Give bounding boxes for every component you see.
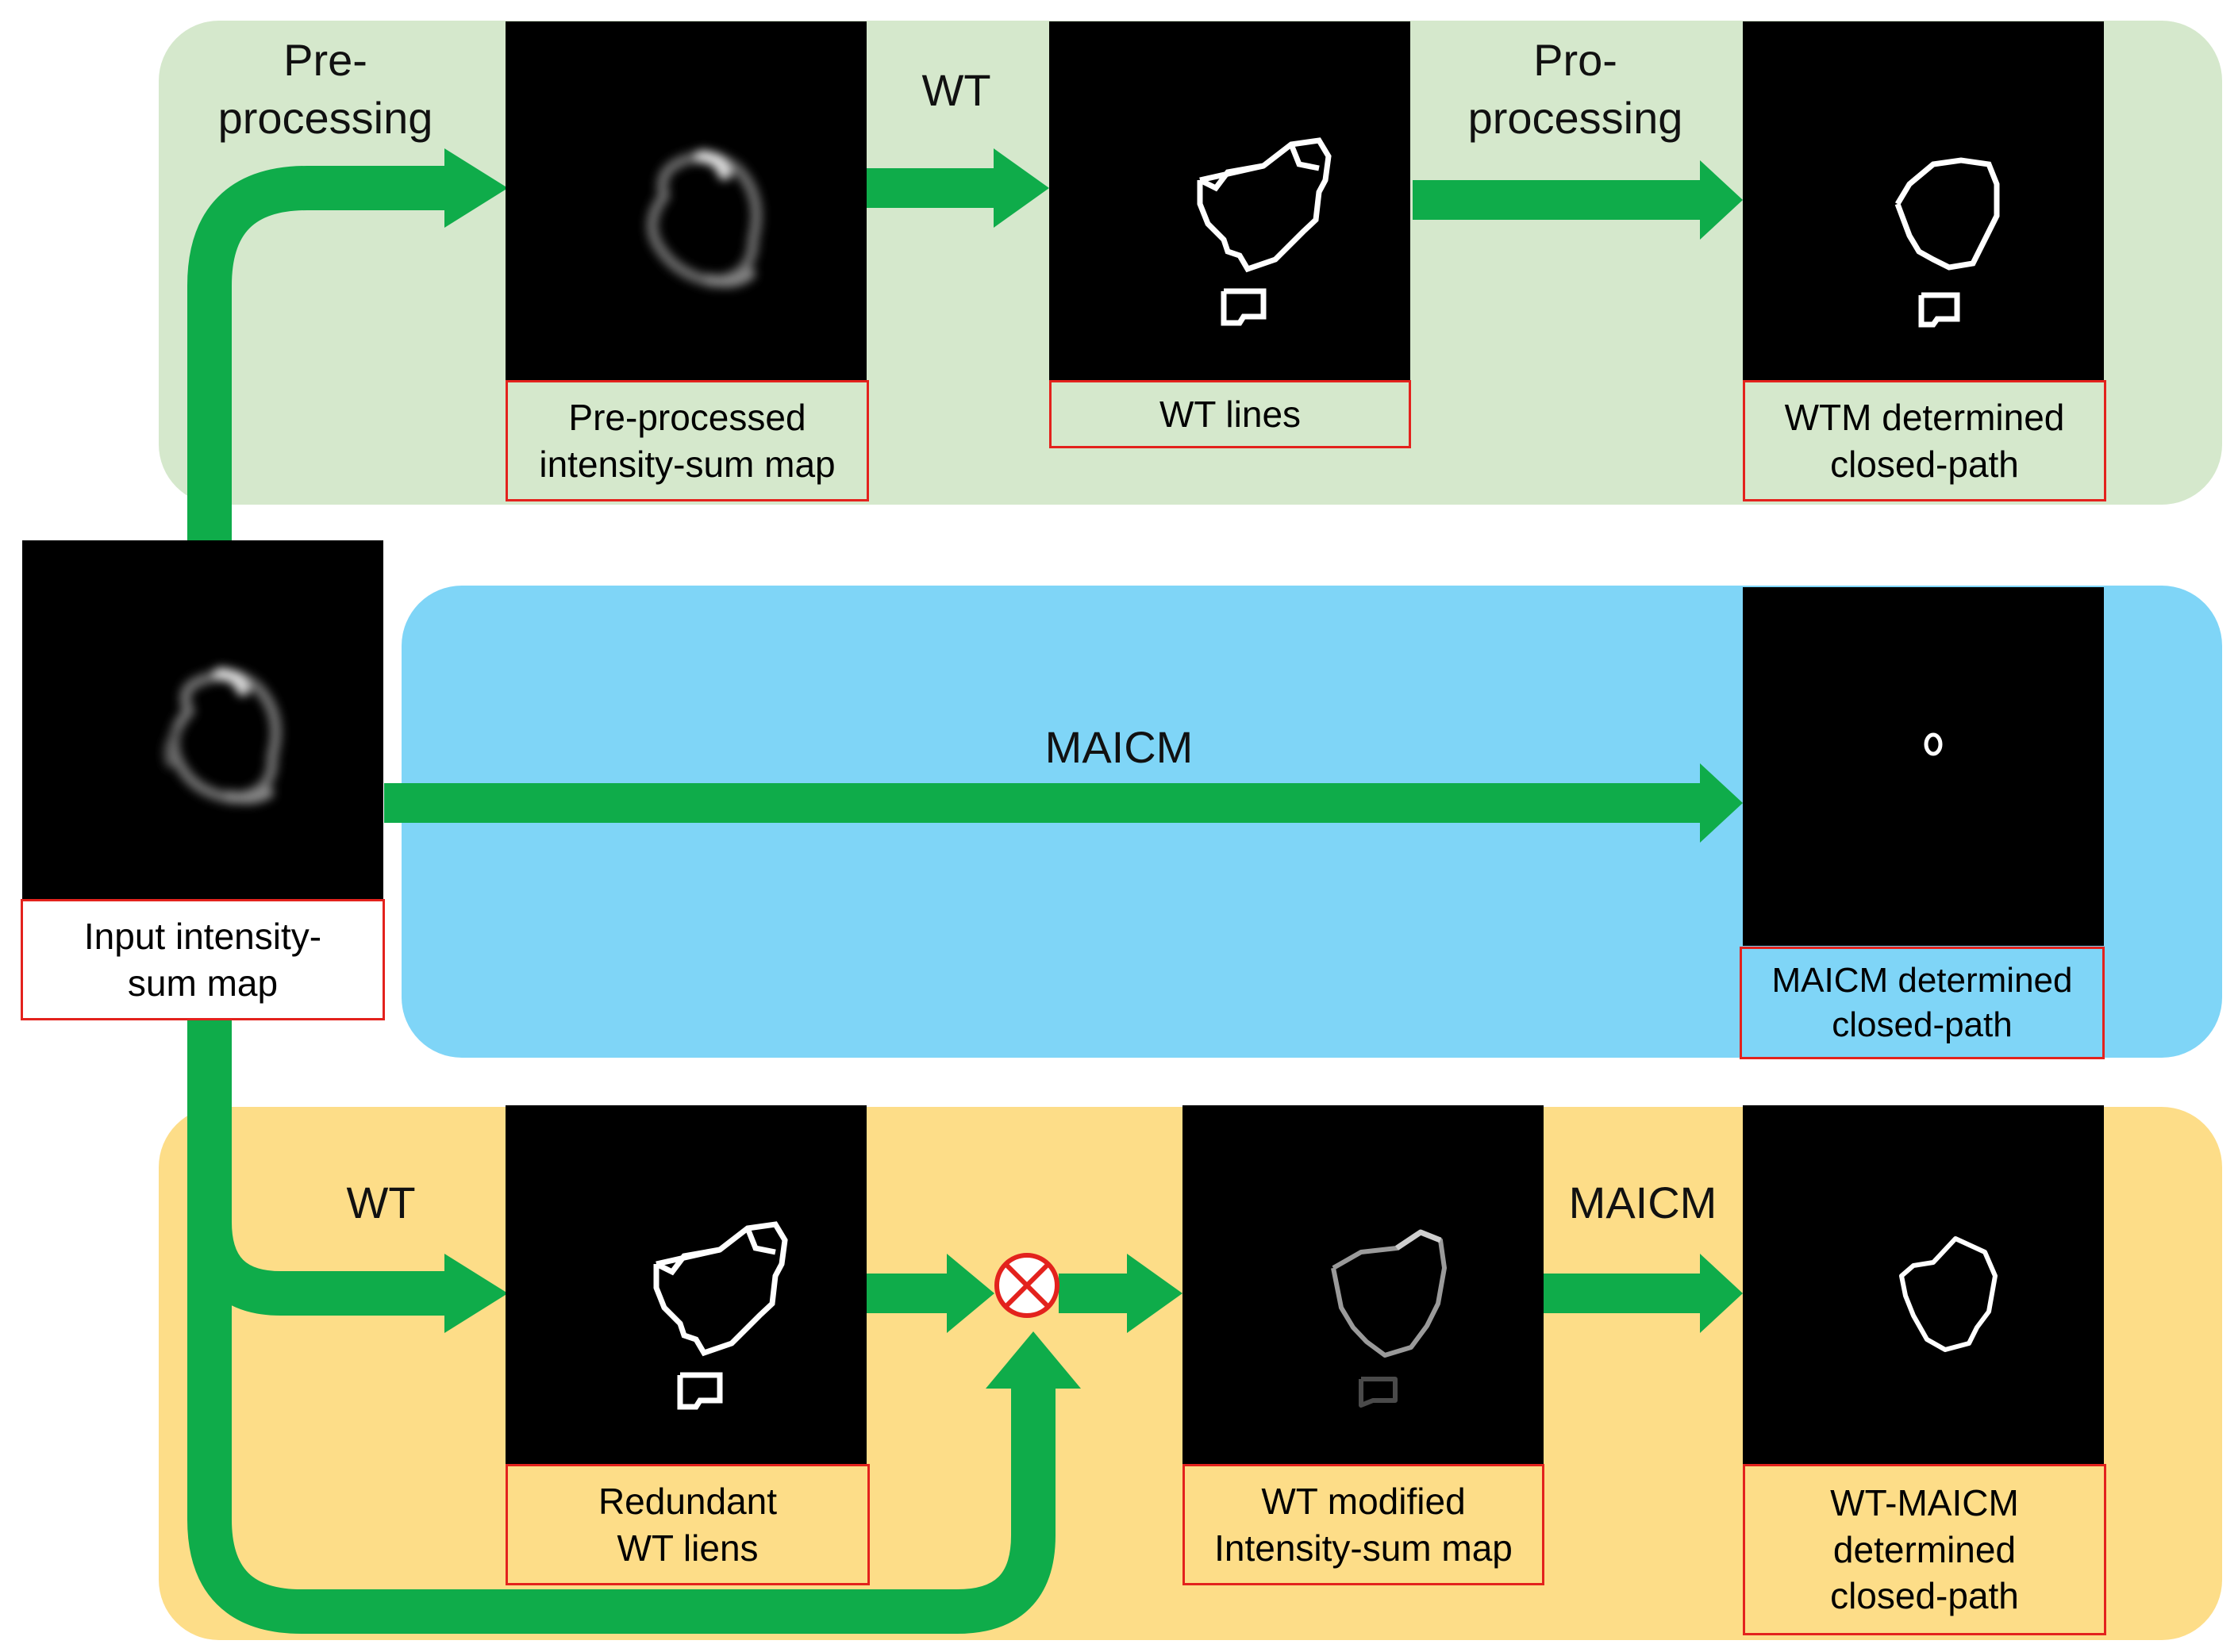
maicm-label: MAICM — [1044, 722, 1194, 772]
wt-label: WT — [921, 65, 991, 115]
input-map-caption: Input intensity- sum map — [21, 899, 385, 1020]
redundant-wt-lines-image — [506, 1105, 867, 1464]
preprocessed-map-caption: Pre-processed intensity-sum map — [506, 380, 869, 501]
wt-modified-map-caption: WT modified Intensity-sum map — [1182, 1464, 1544, 1585]
preprocessed-intensity-map-image — [506, 21, 867, 380]
arrowhead-from-multiply — [1127, 1254, 1182, 1333]
arrowhead-up-to-multiply — [986, 1331, 1081, 1389]
intensity-blob-drawing — [163, 667, 282, 805]
wt-lines-image — [1049, 21, 1410, 380]
arrow-input-to-preprocessing-path — [187, 166, 444, 541]
input-intensity-map-image — [22, 540, 383, 899]
multiply-circle-icon — [994, 1253, 1059, 1318]
arrow-input-to-multiply-path — [187, 1222, 1056, 1634]
arrowhead-wt — [994, 148, 1049, 228]
arrowhead-bottom-wt — [444, 1254, 508, 1333]
redundant-wt-lines-caption: Redundant WT liens — [506, 1464, 870, 1585]
wt-maicm-closed-path-caption: WT-MAICM determined closed-path — [1743, 1464, 2106, 1635]
redundant-wt-lines-drawing — [653, 1221, 788, 1410]
arrow-input-to-wt-path — [187, 1020, 444, 1316]
preprocessed-blob-drawing — [646, 150, 763, 288]
preprocessing-label: Pre- processing — [217, 35, 433, 143]
maicm-closed-path-drawing — [1924, 732, 1943, 756]
maicm-closed-path-image — [1743, 587, 2104, 946]
wtm-closed-path-drawing — [1894, 157, 2000, 328]
arrowhead-bottom-maicm — [1700, 1254, 1743, 1333]
wt-lines-drawing — [1197, 137, 1332, 326]
arrowhead-preprocessing — [444, 148, 508, 228]
wt-maicm-closed-path-image — [1743, 1105, 2104, 1464]
wt-maicm-closed-path-drawing — [1899, 1236, 1998, 1352]
bottom-wt-label: WT — [346, 1178, 416, 1227]
postprocessing-label: Pro- processing — [1467, 35, 1683, 143]
wtm-closed-path-image — [1743, 21, 2104, 380]
wtm-closed-path-caption: WTM determined closed-path — [1743, 380, 2106, 501]
wt-modified-map-drawing — [1331, 1229, 1447, 1408]
maicm-closed-path-caption: MAICM determined closed-path — [1740, 947, 2105, 1059]
bottom-maicm-label: MAICM — [1568, 1178, 1717, 1227]
arrowhead-postprocessing — [1700, 160, 1743, 240]
wt-lines-caption: WT lines — [1049, 380, 1411, 448]
arrowhead-maicm — [1700, 763, 1743, 843]
wt-modified-intensity-map-image — [1182, 1105, 1544, 1464]
arrowhead-to-multiply — [947, 1254, 994, 1333]
